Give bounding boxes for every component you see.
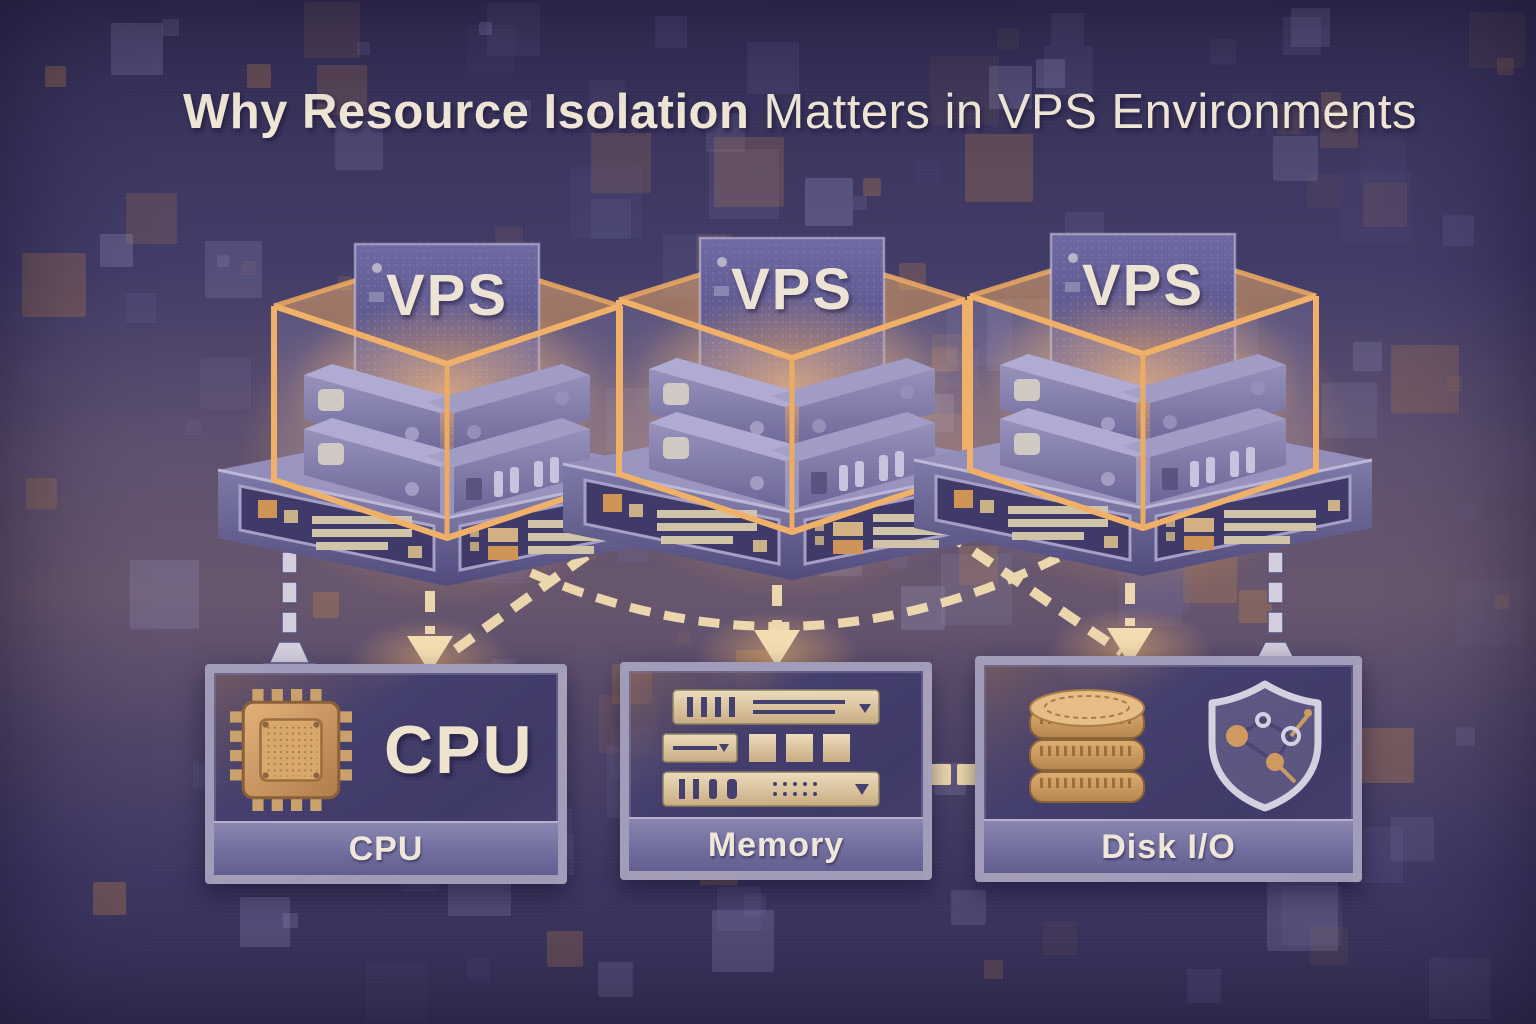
mosaic-square <box>1051 13 1084 46</box>
mosaic-square <box>1273 136 1318 181</box>
mosaic-square <box>805 178 853 226</box>
mosaic-square <box>1390 817 1434 861</box>
cpu-chip-icon <box>230 689 352 811</box>
mosaic-square <box>997 28 1019 50</box>
mosaic-square <box>93 882 126 915</box>
vps-label-2: VPS <box>730 257 854 322</box>
mosaic-square <box>1043 921 1077 955</box>
mosaic-square <box>126 193 177 244</box>
mosaic-square <box>714 137 784 207</box>
mosaic-square <box>901 586 945 630</box>
disk-platters-icon <box>1028 689 1145 803</box>
mosaic-square <box>712 910 774 972</box>
mosaic-square <box>1267 880 1338 951</box>
mosaic-square <box>1210 39 1236 65</box>
mosaic-square <box>965 134 1033 202</box>
mosaic-square <box>366 962 427 1023</box>
vps-label-1: VPS <box>385 263 509 328</box>
mosaic-square <box>1447 376 1462 391</box>
disk-art <box>984 665 1353 819</box>
shield-network-icon <box>1208 680 1321 812</box>
vps-unit-3: VPS <box>908 218 1378 583</box>
cpu-art: CPU <box>214 673 558 821</box>
mosaic-square <box>283 913 298 928</box>
vps-label-3: VPS <box>1081 253 1205 318</box>
mosaic-square <box>1495 595 1509 609</box>
mosaic-square <box>111 23 163 75</box>
disk-caption: Disk I/O <box>984 819 1353 873</box>
mosaic-square <box>1456 579 1523 646</box>
mosaic-square <box>304 2 360 58</box>
mosaic-square <box>100 234 133 267</box>
mosaic-square <box>1469 12 1525 68</box>
mosaic-square <box>26 478 57 509</box>
mosaic-square <box>467 25 515 73</box>
memory-caption: Memory <box>629 817 923 871</box>
memory-modules-icon <box>662 689 880 807</box>
mosaic-square <box>863 178 881 196</box>
cpu-panel-label: CPU <box>384 712 534 788</box>
mosaic-square <box>744 894 766 916</box>
mosaic-square <box>1361 139 1406 184</box>
mosaic-square <box>709 149 779 219</box>
title-emphasis: Why Resource Isolation <box>182 85 750 139</box>
mosaic-square <box>240 897 290 947</box>
mosaic-square <box>984 960 1003 979</box>
page-title: Why Resource Isolation Matters in VPS En… <box>0 84 1536 140</box>
mosaic-square <box>547 931 583 967</box>
mosaic-square <box>313 592 339 618</box>
mosaic-square <box>1310 927 1348 965</box>
mosaic-square <box>655 16 687 48</box>
mosaic-square <box>591 133 651 193</box>
mosaic-square <box>22 253 86 317</box>
memory-art <box>629 671 923 817</box>
title-rest: Matters in VPS Environments <box>749 85 1418 139</box>
mosaic-square <box>162 19 179 36</box>
mosaic-square <box>853 196 867 210</box>
mosaic-square <box>487 3 540 56</box>
mosaic-square <box>1359 728 1414 783</box>
mosaic-square <box>1187 969 1221 1003</box>
mosaic-square <box>934 763 966 795</box>
mosaic-square <box>1456 727 1475 746</box>
mosaic-square <box>915 160 940 185</box>
mosaic-square <box>19 360 57 398</box>
mosaic-square <box>130 560 199 629</box>
mosaic-square <box>357 42 370 55</box>
mosaic-square <box>126 293 156 323</box>
mosaic-square <box>1478 362 1517 401</box>
mosaic-square <box>598 962 633 997</box>
resource-box-disk: Disk I/O <box>975 656 1362 882</box>
mosaic-square <box>1462 504 1478 520</box>
mosaic-square <box>677 631 691 645</box>
mosaic-square <box>186 420 201 435</box>
mosaic-square <box>467 958 490 981</box>
mosaic-square <box>1497 58 1514 75</box>
mosaic-square <box>1239 590 1272 623</box>
resource-box-cpu: CPU CPU <box>205 664 567 884</box>
resource-box-memory: Memory <box>620 662 932 880</box>
mosaic-square <box>1499 442 1530 473</box>
mosaic-square <box>479 22 492 35</box>
cpu-caption: CPU <box>214 821 558 875</box>
mosaic-square <box>1283 17 1321 55</box>
mosaic-square <box>1291 8 1330 47</box>
mosaic-square <box>1429 958 1490 1019</box>
mosaic-square <box>1391 345 1459 413</box>
mosaic-square <box>951 890 986 925</box>
mosaic-square <box>1282 886 1342 946</box>
mosaic-square <box>1443 215 1474 246</box>
mosaic-square <box>1307 174 1341 208</box>
mosaic-square <box>717 887 761 931</box>
